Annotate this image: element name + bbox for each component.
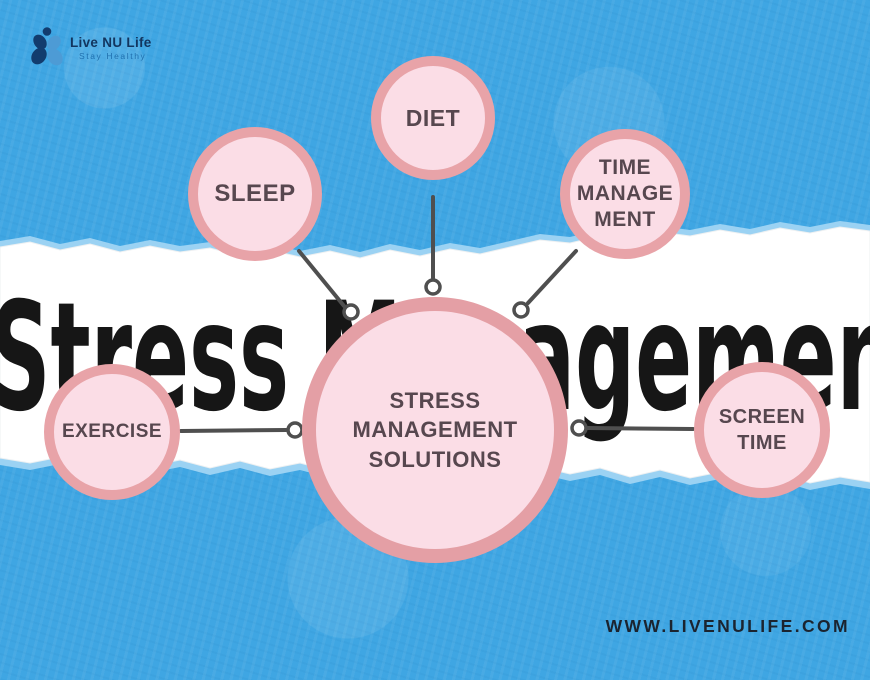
logo-icon xyxy=(31,27,63,66)
connector-ring-sleep xyxy=(342,303,360,321)
node-diet-label: DIET xyxy=(405,104,461,131)
node-time-management: TIME MANAGEMENT xyxy=(560,129,690,259)
website-url: WWW.LIVENULIFE.COM xyxy=(605,616,850,636)
connector-ring-diet xyxy=(424,278,442,296)
node-exercise: EXERCISE xyxy=(44,364,180,500)
node-screen-time: SCREEN TIME xyxy=(694,362,830,498)
node-diet: DIET xyxy=(371,56,495,180)
node-center-label: STRESS MANAGEMENT SOLUTIONS xyxy=(352,388,518,472)
brand-tagline: Stay Healthy xyxy=(79,51,147,61)
node-exercise-label: EXERCISE xyxy=(61,421,163,442)
connector-sleep xyxy=(297,249,346,308)
connector-ring-time-management xyxy=(512,301,530,319)
connector-screen-time xyxy=(586,426,695,431)
node-screen-time-label: SCREEN TIME xyxy=(718,406,806,454)
connector-exercise xyxy=(179,428,288,433)
connector-ring-screen-time xyxy=(570,419,588,437)
node-center-stress-management-solutions: STRESS MANAGEMENT SOLUTIONS xyxy=(302,297,568,563)
connector-time-management xyxy=(526,249,578,305)
node-sleep-label: SLEEP xyxy=(214,180,296,207)
node-sleep: SLEEP xyxy=(188,127,322,261)
node-time-management-label: TIME MANAGEMENT xyxy=(576,155,674,232)
brand-name: Live NU Life xyxy=(70,35,152,50)
connector-ring-exercise xyxy=(286,421,304,439)
brand-logo: Live NU Life Stay Healthy xyxy=(30,26,152,66)
